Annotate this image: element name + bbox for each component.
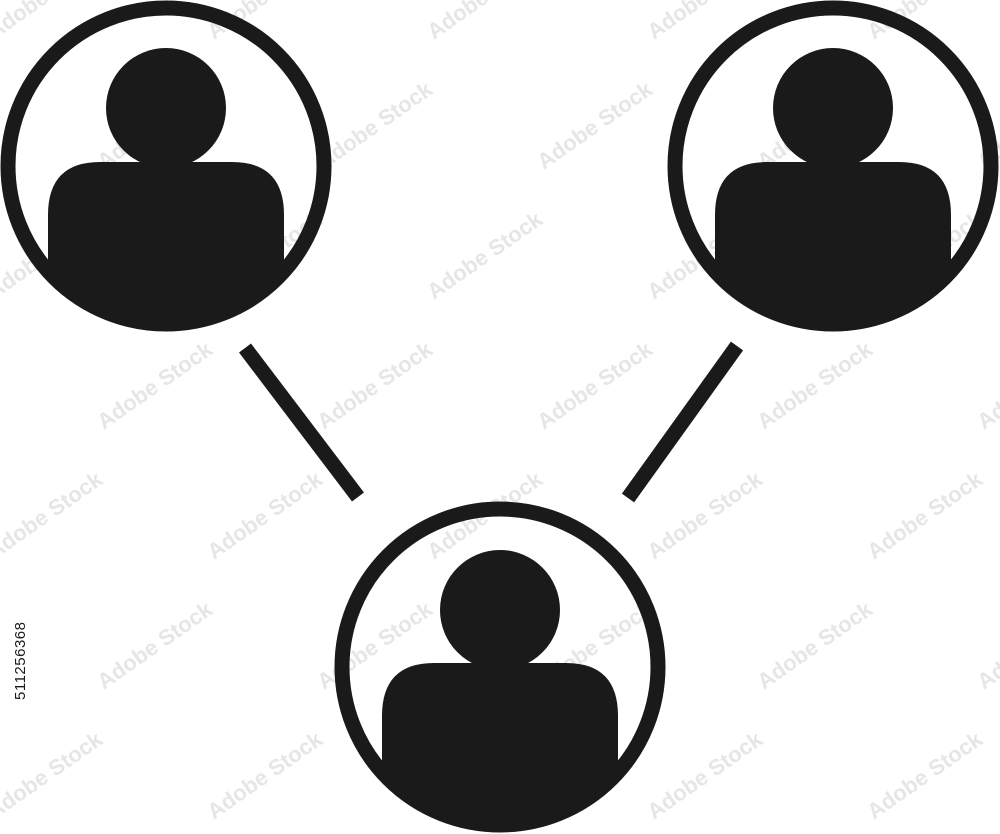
person-icon [48,48,284,324]
connector-line-left [239,343,364,502]
watermark-text: Adobe Stock [972,336,1000,434]
watermark-text: Adobe Stock [312,336,437,434]
watermark-text: Adobe Stock [92,596,217,694]
watermark-text: Adobe Stock [532,76,657,174]
watermark-text: Adobe Stock [92,336,217,434]
person-icon [382,550,618,825]
watermark-text: Adobe Stock [862,726,987,824]
watermark-text: Adobe Stock [642,726,767,824]
watermark-text: Adobe Stock [0,726,107,824]
connector-line-right [621,341,744,503]
watermark-text: Adobe Stock [752,336,877,434]
user-node-top-right [667,0,999,332]
person-icon [715,48,951,324]
watermark-text: Adobe Stock [972,596,1000,694]
watermark-text: Adobe Stock [422,0,547,44]
watermark-text: Adobe Stock [422,206,547,304]
watermark-text: Adobe Stock [642,466,767,564]
user-node-bottom-center [334,501,666,833]
watermark-text: Adobe Stock [202,466,327,564]
stock-id-label: 511256368 [12,621,29,700]
watermark-text: Adobe Stock [202,726,327,824]
watermark-text: Adobe Stock [862,466,987,564]
user-node-top-left [0,0,332,332]
watermark-text: Adobe Stock [752,596,877,694]
watermark-text: Adobe Stock [0,466,107,564]
watermark-text: Adobe Stock [532,336,657,434]
